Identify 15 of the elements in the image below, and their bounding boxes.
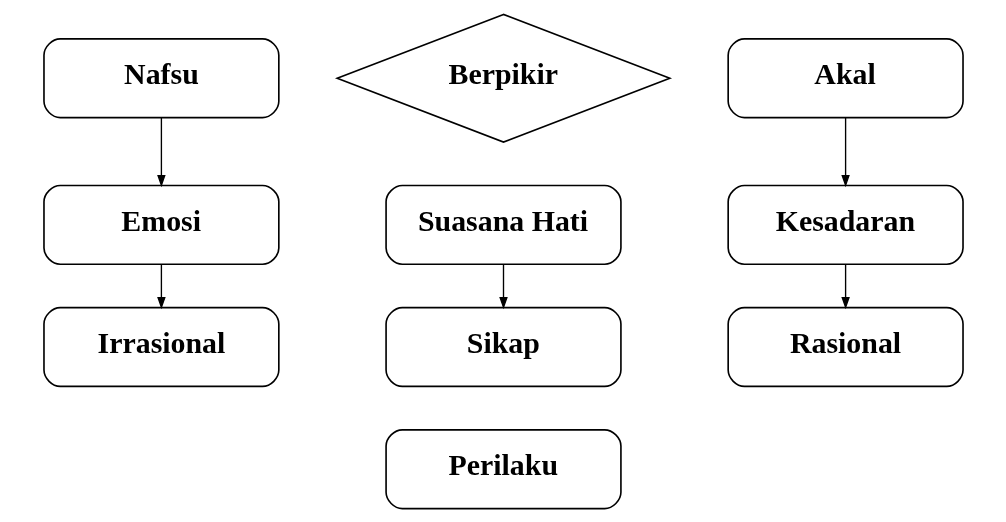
arrow <box>156 116 166 187</box>
node-box: Irrasional <box>42 306 280 387</box>
node-box: Perilaku <box>384 428 622 509</box>
node-box: Suasana Hati <box>384 184 622 265</box>
arrow <box>840 116 850 187</box>
node-box: Nafsu <box>42 37 280 118</box>
node-box: Akal <box>726 37 964 118</box>
arrow <box>840 263 850 309</box>
node-box: Sikap <box>384 306 622 387</box>
node-box: Kesadaran <box>726 184 964 265</box>
arrow <box>156 263 166 309</box>
node-box: Rasional <box>726 306 964 387</box>
arrow <box>498 263 508 309</box>
node-box: Emosi <box>42 184 280 265</box>
node-diamond: Berpikir <box>334 13 672 143</box>
